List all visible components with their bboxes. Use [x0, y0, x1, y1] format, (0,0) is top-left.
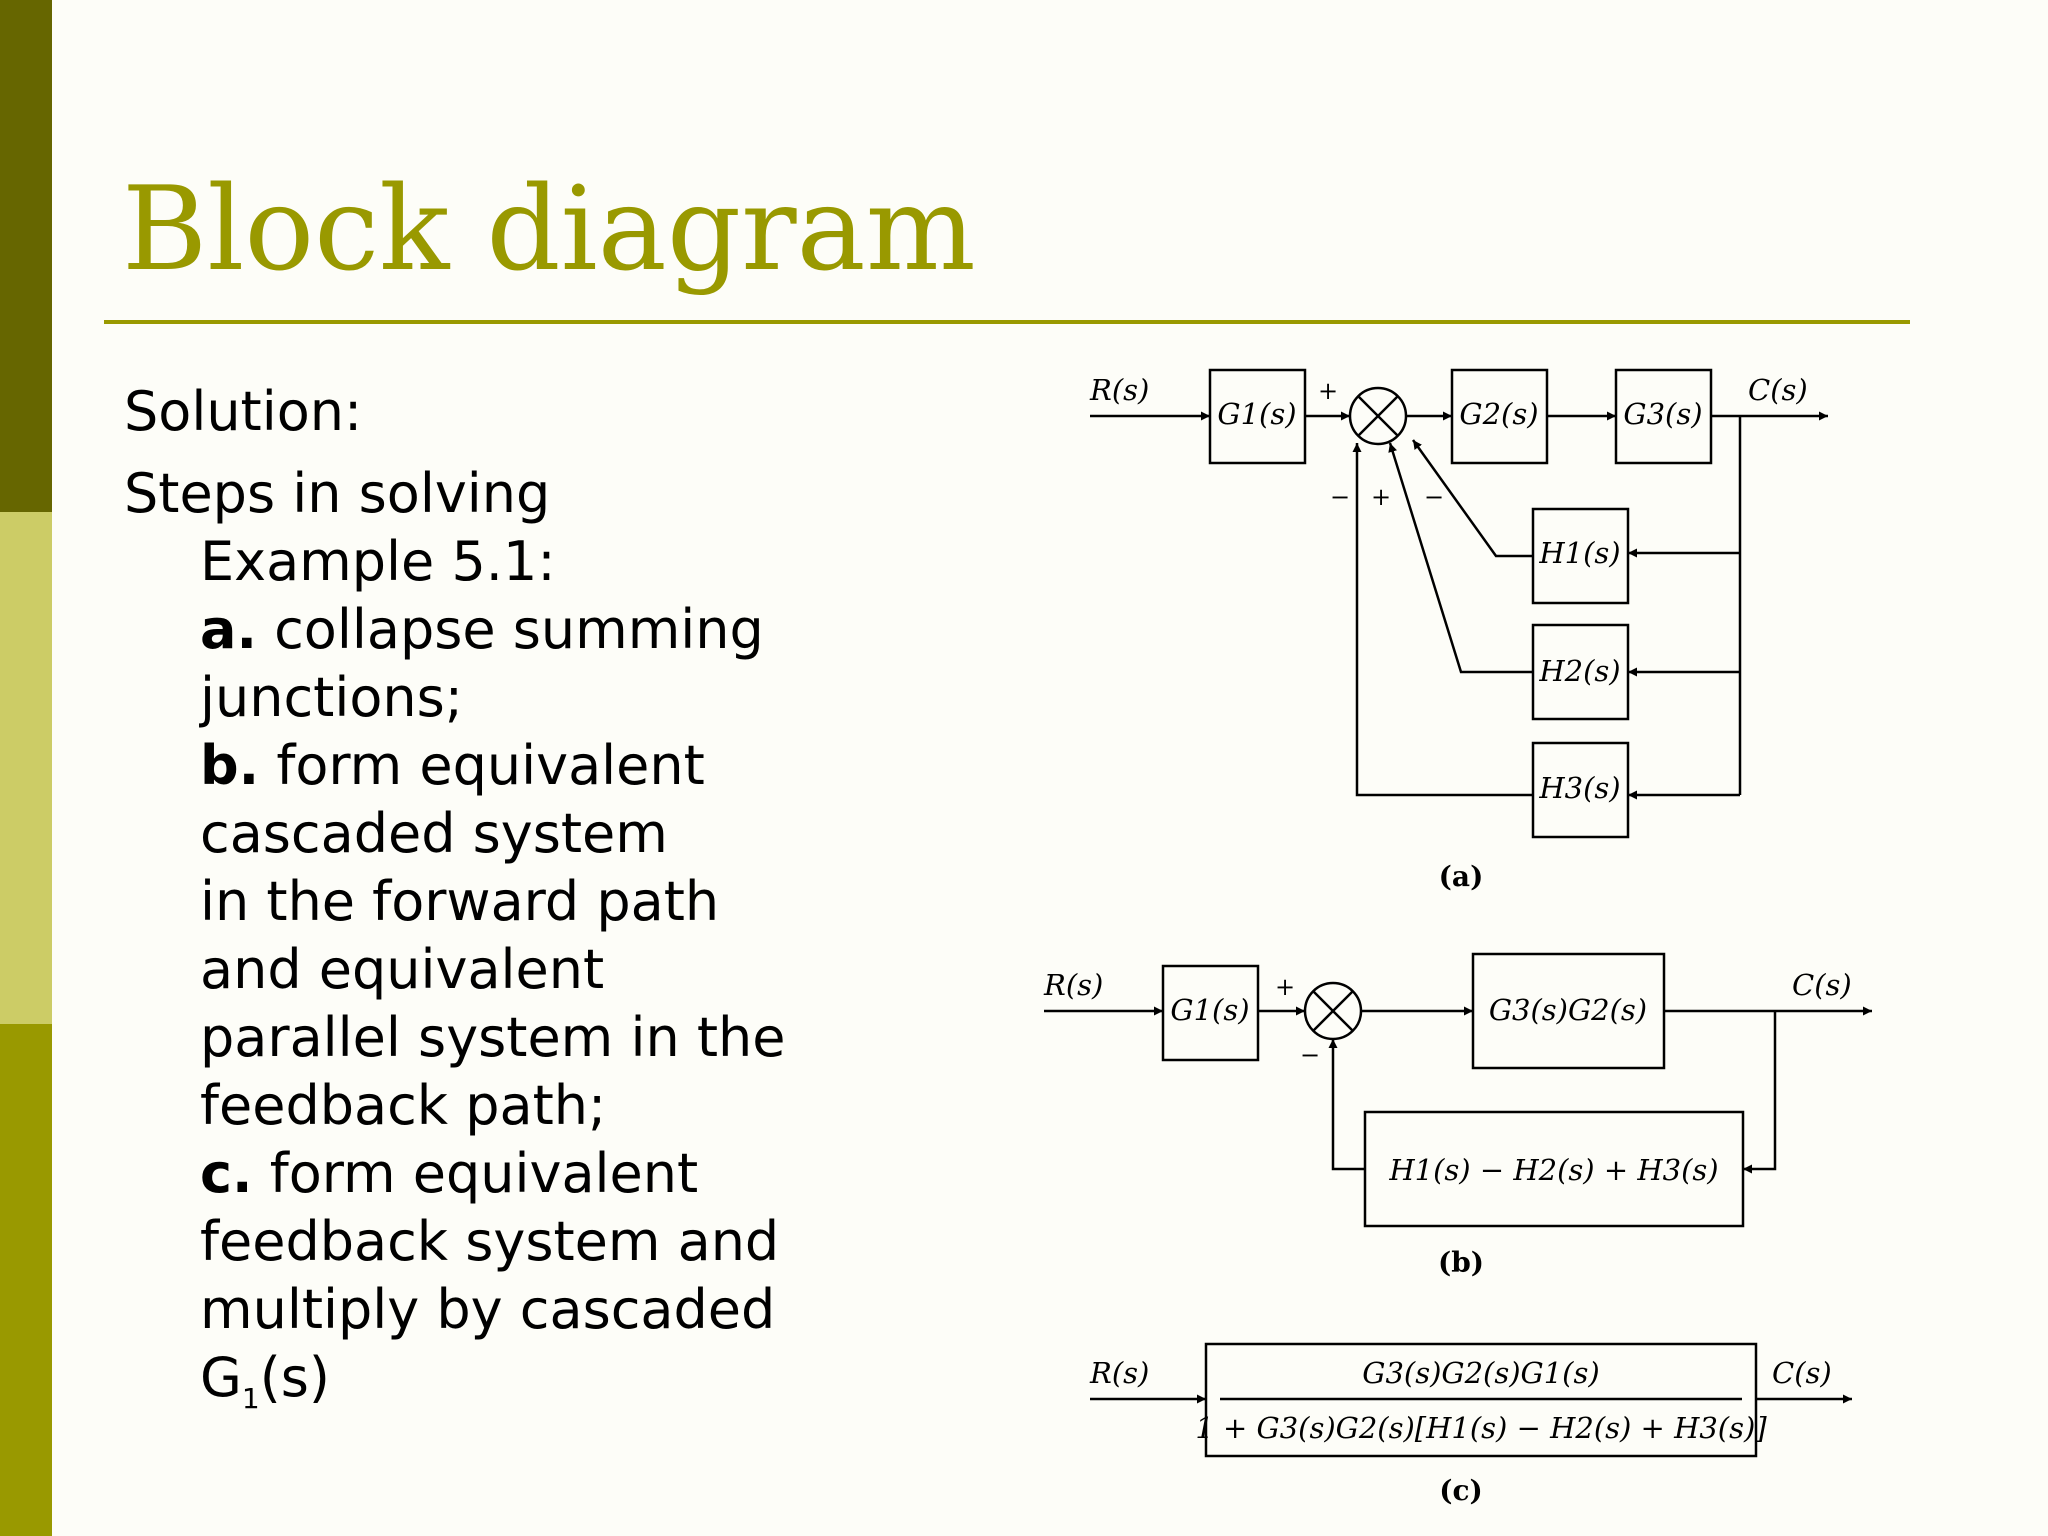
solution-label: Solution:: [124, 380, 363, 443]
arrow-feedback-sum-b: [1328, 1039, 1365, 1171]
label-g1-a: G1(s): [1217, 397, 1296, 431]
step-c-line-1: c. form equivalent: [124, 1140, 864, 1208]
step-b-line-4: and equivalent: [200, 938, 605, 1001]
caption-b: (b): [1438, 1246, 1484, 1279]
steps-intro: Steps in solving: [124, 462, 551, 525]
caption-c: (c): [1439, 1474, 1483, 1507]
summing-junction-a: [1348, 386, 1408, 446]
sign-plus-top-a: +: [1318, 377, 1338, 405]
sign-plus-b: +: [1275, 973, 1295, 1001]
step-b-line-2: cascaded system: [200, 802, 668, 865]
accent-bar-bottom: [0, 1024, 52, 1536]
label-h3-a: H3(s): [1538, 771, 1620, 805]
arrow-h2-sum-a: [1388, 442, 1533, 674]
slide-title: Block diagram: [122, 162, 976, 297]
step-b-line-1: b. form equivalent: [124, 732, 864, 800]
accent-bar-top: [0, 0, 52, 512]
example-label: Example 5.1:: [200, 530, 556, 593]
step-c-line-4: G1(s): [124, 1344, 864, 1433]
diagram-b: [1044, 952, 1872, 1228]
label-forward-b: G3(s)G2(s): [1489, 993, 1647, 1027]
label-output-b: C(s): [1792, 968, 1852, 1002]
label-g1-b: G1(s): [1170, 993, 1249, 1027]
arrow-h1-sum-a: [1411, 439, 1533, 558]
label-h1-a: H1(s): [1538, 536, 1620, 570]
label-output-c: C(s): [1772, 1356, 1832, 1390]
summing-junction-b: [1303, 981, 1363, 1041]
label-output-a: C(s): [1748, 373, 1808, 407]
label-numerator-c: G3(s)G2(s)G1(s): [1362, 1356, 1599, 1390]
step-c-line-3: multiply by cascaded: [200, 1278, 776, 1341]
diagram-a: [1090, 368, 1828, 839]
step-a-line-1: a. collapse summing: [124, 596, 864, 664]
step-a-line-2: junctions;: [200, 666, 463, 729]
step-a-label: a.: [200, 598, 257, 661]
sign-minus-1-a: −: [1330, 483, 1350, 511]
step-b-line-3: in the forward path: [200, 870, 720, 933]
label-g2-a: G2(s): [1459, 397, 1538, 431]
sign-plus-2-a: +: [1371, 483, 1391, 511]
step-b-line-6: feedback path;: [200, 1074, 607, 1137]
label-g3-a: G3(s): [1623, 397, 1702, 431]
step-c-line-2: feedback system and: [200, 1210, 780, 1273]
caption-a: (a): [1439, 860, 1484, 893]
diagram-c: [1090, 1342, 1852, 1458]
sign-minus-3-a: −: [1424, 483, 1444, 511]
block-h3-a: [1531, 741, 1630, 839]
step-b-line-5: parallel system in the: [200, 1006, 786, 1069]
arrow-h3-sum-a: [1352, 443, 1533, 797]
step-c-label: c.: [200, 1142, 253, 1205]
step-b-text-1: form equivalent: [259, 734, 705, 797]
title-rule: [104, 320, 1910, 324]
label-h2-a: H2(s): [1538, 654, 1620, 688]
g-subscript: 1: [241, 1381, 260, 1415]
step-c-text-1: form equivalent: [252, 1142, 699, 1205]
arrow-to-feedback-b: [1743, 1011, 1777, 1174]
label-input-a: R(s): [1089, 373, 1149, 407]
label-input-b: R(s): [1043, 968, 1103, 1002]
label-denominator-c: 1 + G3(s)G2(s)[H1(s) − H2(s) + H3(s)]: [1195, 1411, 1767, 1445]
g-symbol: G: [200, 1346, 242, 1409]
label-input-c: R(s): [1089, 1356, 1149, 1390]
step-b-label: b.: [200, 734, 260, 797]
solution-text: Solution: Steps in solving Example 5.1: …: [124, 378, 864, 1433]
sign-minus-b: −: [1300, 1041, 1320, 1069]
g-argument: (s): [259, 1346, 330, 1409]
accent-bar-middle: [0, 512, 52, 1024]
block-g1-b: [1161, 964, 1260, 1062]
label-feedback-b: H1(s) − H2(s) + H3(s): [1388, 1153, 1718, 1187]
step-a-text-1: collapse summing: [256, 598, 764, 661]
